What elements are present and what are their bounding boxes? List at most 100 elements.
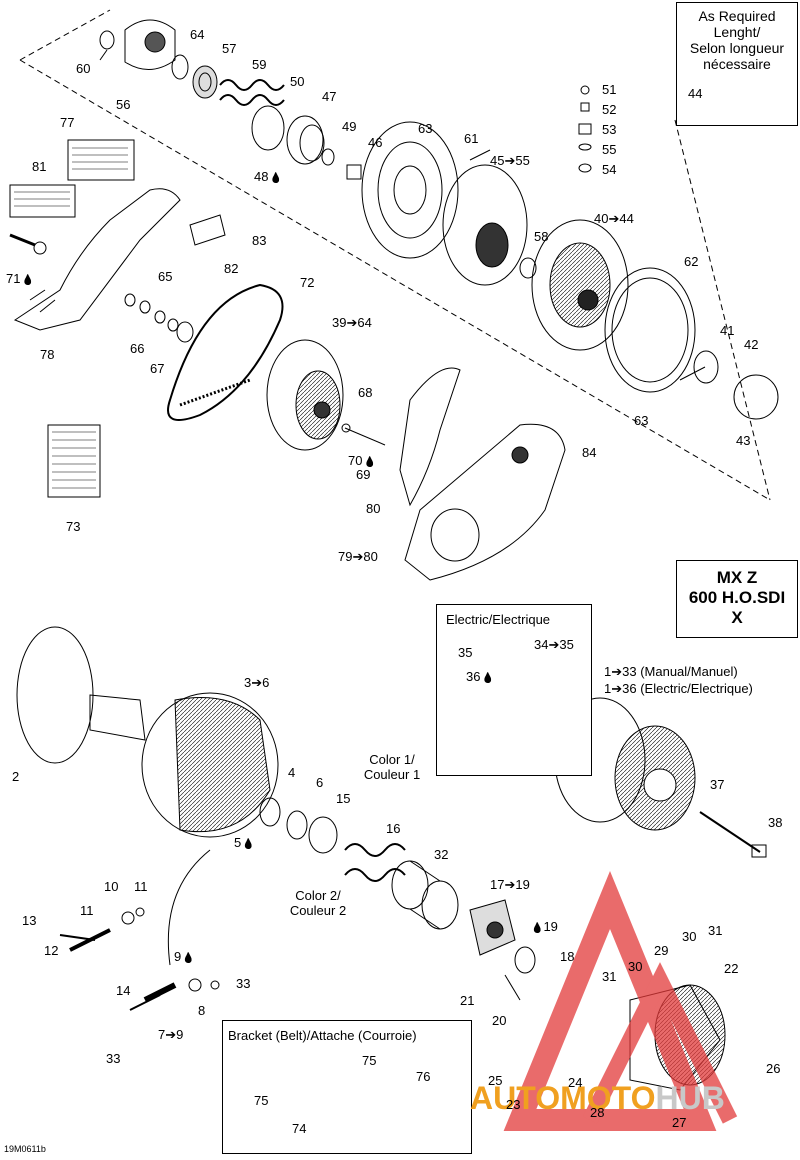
callout-number: 23: [506, 1097, 521, 1112]
callout-label: 33: [106, 1052, 120, 1066]
bracket-title: Bracket (Belt)/Attache (Courroie): [228, 1028, 417, 1043]
callout-label: 53: [602, 123, 616, 137]
callout-number: 5: [234, 835, 242, 850]
callout-label: 74: [292, 1122, 306, 1136]
callout-number: 35: [458, 645, 473, 660]
callout-label: 31: [602, 970, 616, 984]
callout-number: 16: [386, 821, 401, 836]
color2-line-1: Color 2/: [295, 888, 341, 903]
oil-drop-icon: 💧: [269, 173, 282, 184]
callout-number: 15: [336, 791, 351, 806]
callout-number: 56: [116, 97, 131, 112]
callout-number: 38: [768, 815, 783, 830]
callout-label: 67: [150, 362, 164, 376]
color2-label: Color 2/ Couleur 2: [276, 888, 360, 918]
callout-number: 81: [32, 159, 47, 174]
callout-number: 45➔55: [490, 153, 530, 168]
callout-number: 62: [684, 254, 699, 269]
callout-label: 9💧: [174, 950, 195, 966]
callout-number: 57: [222, 41, 237, 56]
callout-number: 43: [736, 433, 751, 448]
callout-number: 50: [290, 74, 305, 89]
callout-number: 30: [628, 959, 643, 974]
callout-label: 29: [654, 944, 668, 958]
callout-number: 34➔35: [534, 637, 574, 652]
callout-label: 27: [672, 1116, 686, 1130]
callout-number: 69: [356, 467, 371, 482]
callout-number: 58: [534, 229, 549, 244]
callout-number: 20: [492, 1013, 507, 1028]
callout-label: 84: [582, 446, 596, 460]
callout-number: 33: [236, 976, 251, 991]
callout-number: 19: [543, 919, 558, 934]
electric-label: 1➔36 (Electric/Electrique): [604, 681, 753, 696]
callout-number: 36: [466, 669, 481, 684]
watermark-logo-icon: [503, 870, 738, 1131]
callout-number: 66: [130, 341, 145, 356]
callout-label: 22: [724, 962, 738, 976]
callout-label: 63: [634, 414, 648, 428]
callout-number: 78: [40, 347, 55, 362]
decal-81: [9, 184, 76, 218]
diagram-code: 19M0611b: [4, 1144, 46, 1154]
oil-drop-icon: 💧: [481, 673, 494, 684]
color1-label: Color 1/ Couleur 1: [352, 752, 432, 782]
electric-title: Electric/Electrique: [446, 612, 551, 627]
callout-label: 77: [60, 116, 74, 130]
callout-number: 42: [744, 337, 759, 352]
callout-number: 27: [672, 1115, 687, 1130]
callout-label: 71💧: [6, 272, 34, 288]
callout-number: 41: [720, 323, 735, 338]
model-box: [676, 560, 798, 638]
callout-label: 45➔55: [490, 154, 530, 168]
callout-label: 35: [458, 646, 472, 660]
callout-label: 52: [602, 103, 616, 117]
callout-label: 21: [460, 994, 474, 1008]
callout-label: 63: [418, 122, 432, 136]
watermark-part-2: HUB: [655, 1080, 725, 1116]
as-required-box: [676, 2, 798, 126]
callout-number: 47: [322, 89, 337, 104]
callout-label: 7➔9: [158, 1028, 183, 1042]
callout-label: 69: [356, 468, 370, 482]
decal-73: [47, 424, 101, 498]
callout-label: 60: [76, 62, 90, 76]
manual-label: 1➔33 (Manual/Manuel): [604, 664, 738, 679]
callout-label: 25: [488, 1074, 502, 1088]
callout-label: 55: [602, 143, 616, 157]
callout-label: 66: [130, 342, 144, 356]
callout-number: 65: [158, 269, 173, 284]
callout-label: 38: [768, 816, 782, 830]
callout-label: 83: [252, 234, 266, 248]
callout-number: 55: [602, 142, 617, 157]
callout-number: 44: [688, 86, 703, 101]
callout-label: 6: [316, 776, 323, 790]
color1-line-2: Couleur 1: [363, 767, 421, 782]
callout-label: 46: [368, 136, 382, 150]
callout-label: 47: [322, 90, 336, 104]
callout-label: 56: [116, 98, 130, 112]
callout-number: 49: [342, 119, 357, 134]
callout-label: 16: [386, 822, 400, 836]
callout-number: 29: [654, 943, 669, 958]
callout-number: 52: [602, 102, 617, 117]
callout-number: 7➔9: [158, 1027, 184, 1042]
callout-label: 61: [464, 132, 478, 146]
callout-label: 4: [288, 766, 295, 780]
callout-number: 32: [434, 847, 449, 862]
callout-number: 21: [460, 993, 475, 1008]
callout-number: 11: [134, 879, 148, 894]
callout-number: 82: [224, 261, 239, 276]
callout-number: 76: [416, 1069, 431, 1084]
callout-number: 13: [22, 913, 37, 928]
color2-line-2: Couleur 2: [289, 903, 347, 918]
callout-label: 48💧: [254, 170, 282, 186]
callout-label: 64: [190, 28, 204, 42]
oil-drop-icon: 💧: [531, 923, 544, 934]
callout-number: 68: [358, 385, 373, 400]
callout-number: 4: [288, 765, 296, 780]
callout-label: 24: [568, 1076, 582, 1090]
callout-number: 26: [766, 1061, 781, 1076]
bracket-box: [222, 1020, 472, 1154]
